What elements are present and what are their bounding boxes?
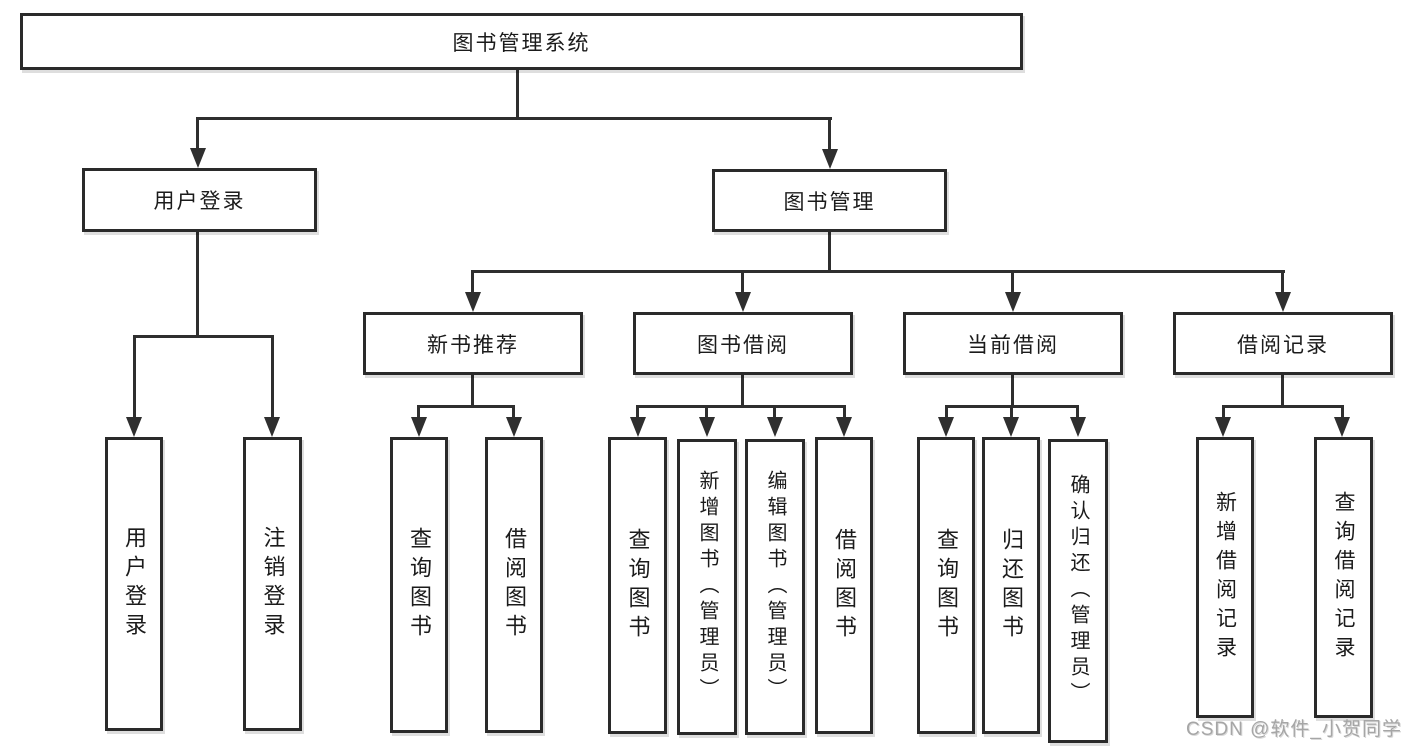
node-user-login: 用户登录 (82, 168, 317, 232)
v-line (1011, 270, 1014, 294)
v-line (705, 405, 708, 419)
arrowhead-down-icon (836, 417, 852, 437)
leaf-add-book-admin: 新增图书（管理员） (677, 439, 737, 735)
arrowhead-down-icon (506, 417, 522, 437)
leaf-add-borrow-record: 新增借阅记录 (1196, 437, 1254, 718)
v-line (636, 405, 639, 419)
arrowhead-down-icon (126, 417, 142, 437)
v-line (741, 375, 744, 405)
v-line (516, 70, 519, 117)
h-line (196, 117, 832, 120)
leaf-query-borrow-record: 查询借阅记录 (1314, 437, 1373, 718)
leaf-add-borrow-record-label: 新增借阅记录 (1213, 490, 1237, 665)
leaf-query-books-a-label: 查询图书 (407, 527, 432, 643)
node-current-borrow-label: 当前借阅 (967, 333, 1059, 357)
arrowhead-down-icon (190, 148, 206, 168)
leaf-add-book-admin-label: 新增图书（管理员） (696, 470, 718, 704)
v-line (196, 232, 199, 335)
leaf-query-borrow-record-label: 查询借阅记录 (1332, 490, 1355, 665)
arrowhead-down-icon (630, 417, 646, 437)
arrowhead-down-icon (465, 292, 481, 312)
v-line (133, 335, 136, 419)
leaf-logout-label: 注销登录 (260, 526, 286, 642)
arrowhead-down-icon (411, 417, 427, 437)
csdn-watermark: CSDN @软件_小贺同学 (1186, 719, 1402, 740)
arrowhead-down-icon (1275, 292, 1291, 312)
v-line (271, 335, 274, 419)
leaf-logout: 注销登录 (243, 437, 302, 731)
v-line (1011, 375, 1014, 405)
node-library-system: 图书管理系统 (20, 13, 1023, 70)
v-line (1076, 405, 1079, 419)
leaf-query-books-c: 查询图书 (917, 437, 975, 734)
v-line (471, 270, 474, 294)
leaf-query-books-c-label: 查询图书 (934, 527, 959, 644)
leaf-confirm-return-admin-label: 确认归还（管理员） (1067, 474, 1089, 708)
node-borrow-records-label: 借阅记录 (1237, 333, 1329, 357)
leaf-query-books-b-label: 查询图书 (625, 527, 651, 644)
arrowhead-down-icon (822, 149, 838, 169)
node-borrow-records: 借阅记录 (1173, 312, 1393, 375)
node-new-book-recommend-label: 新书推荐 (427, 333, 519, 357)
leaf-borrow-books-b-label: 借阅图书 (832, 527, 857, 644)
h-line (1222, 405, 1344, 408)
arrowhead-down-icon (1070, 417, 1086, 437)
v-line (1010, 405, 1013, 419)
v-line (196, 117, 199, 150)
v-line (1281, 375, 1284, 405)
arrowhead-down-icon (938, 417, 954, 437)
v-line (417, 405, 420, 419)
node-user-login-label: 用户登录 (153, 190, 246, 213)
v-line (471, 375, 474, 405)
arrowhead-down-icon (1215, 417, 1231, 437)
node-book-management: 图书管理 (712, 169, 947, 232)
v-line (741, 270, 744, 294)
leaf-user-login-label: 用户登录 (122, 526, 147, 642)
arrowhead-down-icon (1005, 292, 1021, 312)
v-line (828, 117, 831, 151)
node-library-system-label: 图书管理系统 (452, 31, 591, 55)
leaf-query-books-b: 查询图书 (608, 437, 667, 734)
v-line (1222, 405, 1225, 419)
arrowhead-down-icon (735, 292, 751, 312)
h-line (133, 335, 274, 338)
arrowhead-down-icon (767, 417, 783, 437)
leaf-return-books-label: 归还图书 (999, 527, 1024, 644)
leaf-confirm-return-admin: 确认归还（管理员） (1048, 439, 1108, 743)
arrowhead-down-icon (1003, 417, 1019, 437)
v-line (1281, 270, 1284, 294)
arrowhead-down-icon (264, 417, 280, 437)
node-current-borrow: 当前借阅 (903, 312, 1123, 375)
node-book-borrow: 图书借阅 (633, 312, 853, 375)
node-new-book-recommend: 新书推荐 (363, 312, 583, 375)
h-line (417, 405, 515, 408)
leaf-edit-book-admin-label: 编辑图书（管理员） (764, 470, 786, 704)
node-book-borrow-label: 图书借阅 (697, 333, 789, 357)
arrowhead-down-icon (1334, 417, 1350, 437)
node-book-management-label: 图书管理 (783, 190, 876, 214)
h-line (636, 405, 846, 408)
leaf-return-books: 归还图书 (982, 437, 1040, 734)
leaf-borrow-books-b: 借阅图书 (815, 437, 873, 734)
v-line (945, 405, 948, 419)
leaf-borrow-books-a: 借阅图书 (485, 437, 543, 733)
leaf-edit-book-admin: 编辑图书（管理员） (745, 439, 805, 735)
v-line (843, 405, 846, 419)
leaf-user-login: 用户登录 (105, 437, 163, 731)
v-line (512, 405, 515, 419)
arrowhead-down-icon (699, 417, 715, 437)
h-line (471, 270, 1285, 273)
leaf-borrow-books-a-label: 借阅图书 (502, 527, 527, 643)
v-line (773, 405, 776, 419)
v-line (828, 232, 831, 270)
v-line (1341, 405, 1344, 419)
leaf-query-books-a: 查询图书 (390, 437, 448, 733)
